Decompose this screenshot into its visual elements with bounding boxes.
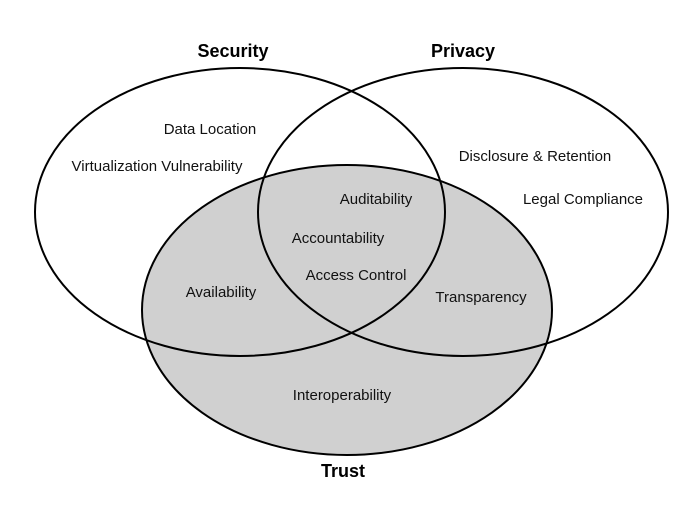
label-legal-compliance: Legal Compliance [523, 191, 643, 208]
privacy-ellipse [257, 67, 669, 357]
label-availability: Availability [186, 284, 257, 301]
label-data-location: Data Location [164, 121, 257, 138]
label-transparency: Transparency [435, 289, 527, 306]
label-interoperability: Interoperability [293, 387, 392, 404]
label-disclosure-retention: Disclosure & Retention [459, 148, 612, 165]
trust-ellipse-fill [142, 165, 552, 455]
trust-title: Trust [321, 461, 365, 481]
trust-ellipse [141, 164, 553, 456]
label-accountability: Accountability [292, 230, 385, 247]
label-virtualization-vulnerability: Virtualization Vulnerability [72, 158, 243, 175]
label-auditability: Auditability [340, 191, 413, 208]
security-title: Security [197, 41, 268, 61]
privacy-title: Privacy [431, 41, 495, 61]
label-access-control: Access Control [306, 267, 407, 284]
security-ellipse [34, 67, 446, 357]
